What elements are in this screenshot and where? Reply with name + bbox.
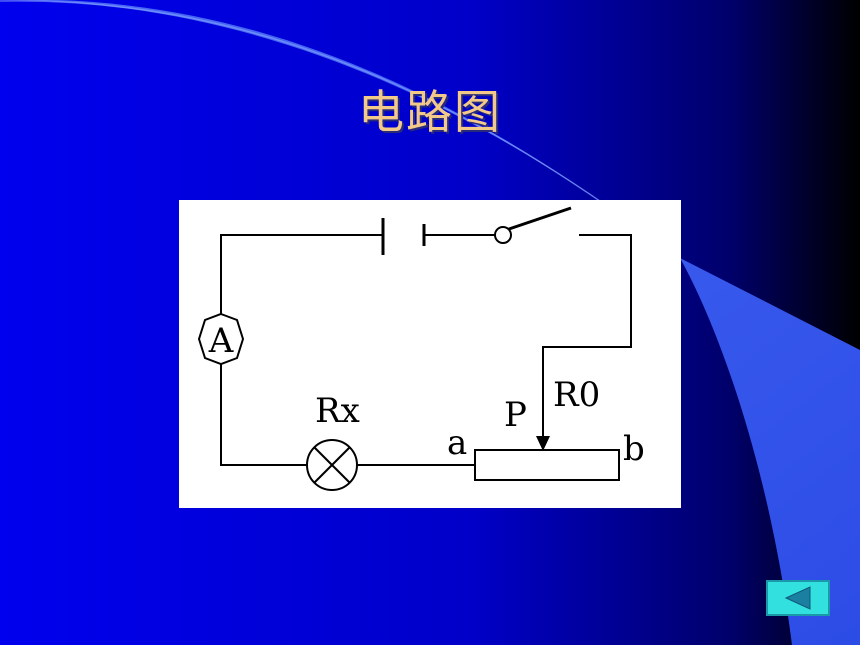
slide-title: 电路图	[358, 85, 502, 139]
switch-lever	[508, 206, 572, 231]
slider-label: P	[504, 395, 527, 435]
rheostat-icon	[474, 449, 620, 481]
rheostat-label: R0	[553, 375, 600, 415]
switch-icon	[494, 226, 512, 244]
back-button[interactable]	[766, 580, 830, 616]
lamp-resistor-label: Rx	[315, 391, 360, 431]
wire-bottom-left	[220, 364, 306, 466]
wire-top-right	[542, 234, 632, 440]
circuit-diagram: A Rx P R0 a b	[179, 200, 681, 508]
lamp-cross-2	[313, 446, 351, 484]
triangle-left-icon	[784, 586, 811, 610]
slider-arrow-icon	[536, 436, 550, 451]
end-a-label: a	[447, 423, 467, 463]
ammeter-label: A	[208, 321, 234, 361]
end-b-label: b	[623, 429, 645, 469]
